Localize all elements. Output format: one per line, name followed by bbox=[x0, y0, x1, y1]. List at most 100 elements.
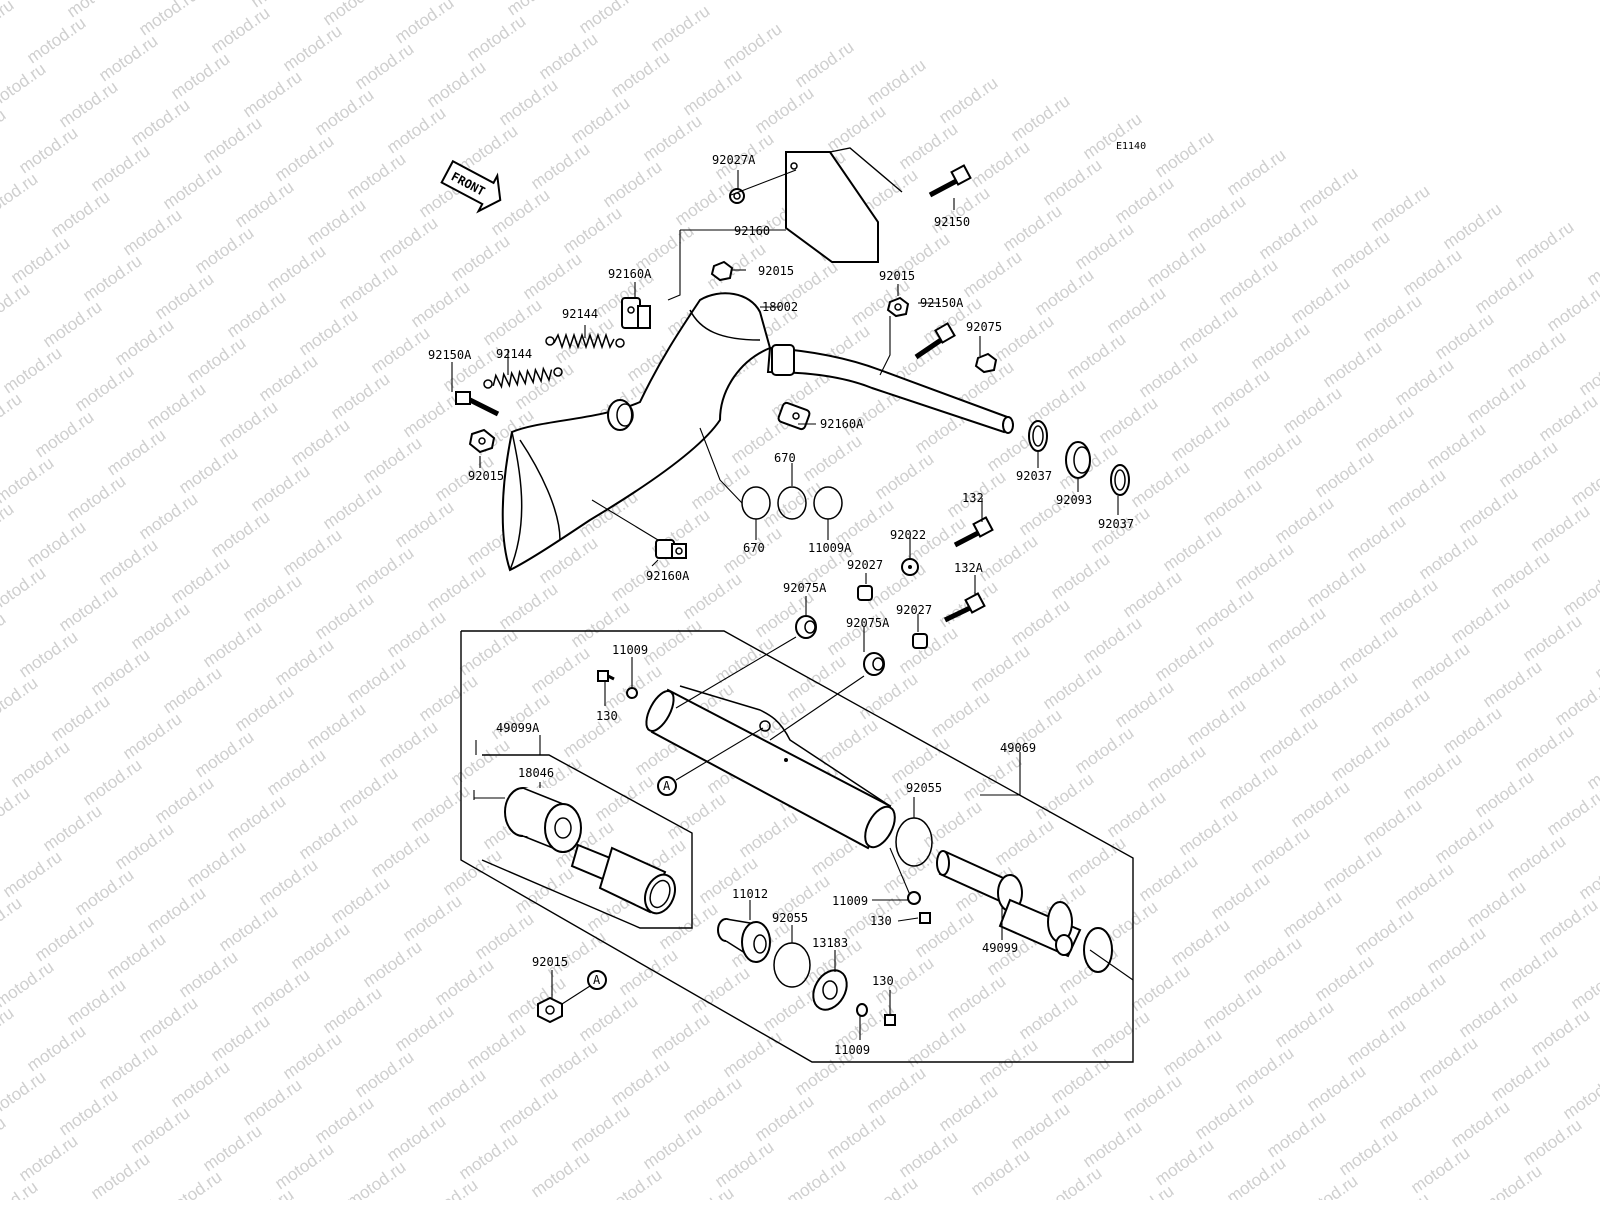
watermark-text: motod.ru bbox=[127, 95, 193, 149]
watermark-text: motod.ru bbox=[1479, 1161, 1545, 1200]
watermark-text: motod.ru bbox=[343, 1157, 409, 1200]
watermark-text: motod.ru bbox=[1463, 877, 1529, 931]
watermark-text: motod.ru bbox=[199, 113, 265, 167]
watermark-text: motod.ru bbox=[455, 625, 521, 679]
watermark-text: motod.ru bbox=[999, 201, 1065, 255]
watermark-text: motod.ru bbox=[143, 379, 209, 433]
watermark-text: motod.ru bbox=[0, 105, 9, 159]
watermark-text: motod.ru bbox=[1303, 1061, 1369, 1115]
part-number-label: 92027 bbox=[847, 558, 883, 572]
watermark-text: motod.ru bbox=[159, 159, 225, 213]
watermark-text: motod.ru bbox=[607, 47, 673, 101]
watermark-text: motod.ru bbox=[935, 1081, 1001, 1135]
watermark-text: motod.ru bbox=[415, 1175, 481, 1200]
watermark-text: motod.ru bbox=[1335, 1125, 1401, 1179]
part-number-label: 92027 bbox=[896, 603, 932, 617]
watermark-text: motod.ru bbox=[991, 815, 1057, 869]
watermark-text: motod.ru bbox=[0, 957, 57, 1011]
watermark-text: motod.ru bbox=[1431, 309, 1497, 363]
watermark-text: motod.ru bbox=[0, 783, 33, 837]
watermark-text: motod.ru bbox=[135, 993, 201, 1047]
watermark-text: motod.ru bbox=[1295, 667, 1361, 721]
watermark-text: motod.ru bbox=[527, 139, 593, 193]
part-number-label: 130 bbox=[596, 709, 618, 723]
watermark-text: motod.ru bbox=[495, 579, 561, 633]
o-ring-11009a bbox=[813, 486, 843, 520]
watermark-text: motod.ru bbox=[1399, 749, 1465, 803]
screw-130-mid bbox=[919, 912, 931, 924]
watermark-text: motod.ru bbox=[887, 733, 953, 787]
watermark-text: motod.ru bbox=[439, 845, 505, 899]
watermark-text: motod.ru bbox=[1367, 1189, 1433, 1200]
part-number-label: 92144 bbox=[562, 307, 598, 321]
watermark-text: motod.ru bbox=[87, 141, 153, 195]
watermark-text: motod.ru bbox=[1223, 145, 1289, 199]
watermark-text: motod.ru bbox=[1287, 777, 1353, 831]
watermark-text: motod.ru bbox=[863, 1063, 929, 1117]
watermark-text: motod.ru bbox=[351, 39, 417, 93]
watermark-text: motod.ru bbox=[367, 323, 433, 377]
end-cap-11012 bbox=[717, 918, 771, 963]
watermark-text: motod.ru bbox=[1255, 713, 1321, 767]
header-pipe bbox=[766, 344, 1014, 434]
watermark-text: motod.ru bbox=[1119, 1071, 1185, 1125]
watermark-text: motod.ru bbox=[255, 351, 321, 405]
watermark-text: motod.ru bbox=[127, 1103, 193, 1157]
part-number-label: 18046 bbox=[518, 766, 554, 780]
watermark-text: motod.ru bbox=[0, 609, 9, 663]
watermark-text: motod.ru bbox=[383, 103, 449, 157]
watermark-text: motod.ru bbox=[207, 3, 273, 57]
watermark-text: motod.ru bbox=[47, 187, 113, 241]
watermark-text: motod.ru bbox=[1151, 631, 1217, 685]
watermark-text: motod.ru bbox=[215, 901, 281, 955]
watermark-text: motod.ru bbox=[31, 407, 97, 461]
watermark-text: motod.ru bbox=[1175, 805, 1241, 859]
watermark-text: motod.ru bbox=[1487, 547, 1553, 601]
watermark-text: motod.ru bbox=[783, 651, 849, 705]
watermark-text: motod.ru bbox=[1367, 181, 1433, 235]
clamp-92037-right bbox=[1110, 464, 1130, 496]
watermark-text: motod.ru bbox=[1359, 291, 1425, 345]
watermark-text: motod.ru bbox=[511, 359, 577, 413]
watermark-text: motod.ru bbox=[1039, 155, 1105, 209]
watermark-text: motod.ru bbox=[1407, 1143, 1473, 1197]
watermark-text: motod.ru bbox=[231, 681, 297, 735]
watermark-text: motod.ru bbox=[1247, 319, 1313, 373]
watermark-text: motod.ru bbox=[1199, 979, 1265, 1033]
watermark-text: motod.ru bbox=[1511, 217, 1577, 271]
watermark-text: motod.ru bbox=[1559, 1069, 1600, 1123]
watermark-text: motod.ru bbox=[1327, 731, 1393, 785]
watermark-text: motod.ru bbox=[1095, 393, 1161, 447]
bracket-92160a-mid bbox=[777, 401, 811, 431]
watermark-text: motod.ru bbox=[0, 453, 57, 507]
part-number-label: 92015 bbox=[532, 955, 568, 969]
watermark-text: motod.ru bbox=[127, 599, 193, 653]
watermark-text: motod.ru bbox=[1007, 1099, 1073, 1153]
watermark-text: motod.ru bbox=[895, 119, 961, 173]
watermark-text: motod.ru bbox=[903, 1017, 969, 1071]
part-number-label: 92075 bbox=[966, 320, 1002, 334]
watermark-text: motod.ru bbox=[1319, 337, 1385, 391]
o-ring-92055-bottom bbox=[773, 942, 811, 988]
watermark-text: motod.ru bbox=[1239, 429, 1305, 483]
watermark-text: motod.ru bbox=[1023, 375, 1089, 429]
watermark-text: motod.ru bbox=[255, 855, 321, 909]
watermark-text: motod.ru bbox=[927, 687, 993, 741]
bolt-132 bbox=[953, 516, 994, 548]
watermark-text: motod.ru bbox=[1135, 347, 1201, 401]
nut-92015-right bbox=[886, 296, 910, 318]
watermark-text: motod.ru bbox=[135, 0, 201, 39]
watermark-text: motod.ru bbox=[591, 771, 657, 825]
watermark-text: motod.ru bbox=[1151, 1135, 1217, 1189]
watermark-text: motod.ru bbox=[879, 843, 945, 897]
watermark-text: motod.ru bbox=[343, 653, 409, 707]
watermark-text: motod.ru bbox=[1455, 483, 1521, 537]
watermark-text: motod.ru bbox=[1423, 923, 1489, 977]
watermark-text: motod.ru bbox=[599, 1165, 665, 1200]
watermark-text: motod.ru bbox=[671, 1183, 737, 1200]
part-number-label: 92160 bbox=[734, 224, 770, 238]
ref-marker-a-2-label: A bbox=[593, 973, 601, 987]
watermark-text: motod.ru bbox=[0, 847, 65, 901]
watermark-text: motod.ru bbox=[1263, 1107, 1329, 1161]
watermark-text: motod.ru bbox=[23, 13, 89, 67]
